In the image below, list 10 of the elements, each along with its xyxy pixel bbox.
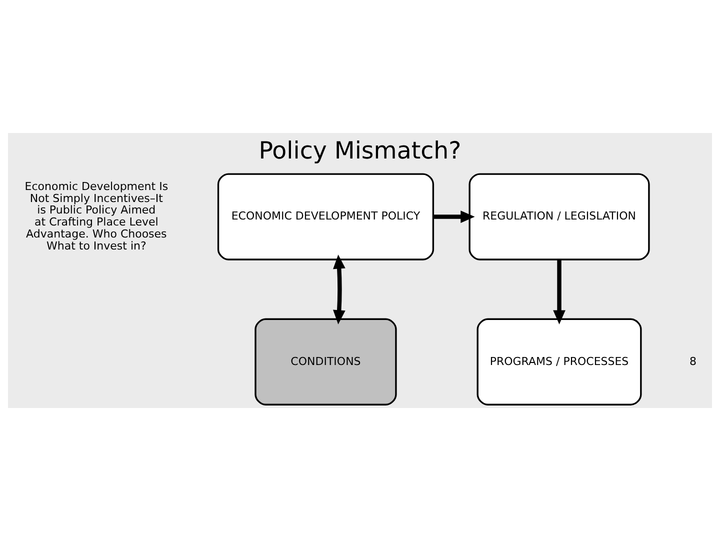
diagram-title: Policy Mismatch? (258, 136, 462, 164)
arrow (433, 210, 475, 222)
node-box: REGULATION / LEGISLATION (468, 172, 650, 260)
label: Economic Development Is Not Simply Incentives–It is Public Policy Aimed at Crafting Place Level Advantage. Who Chooses What to Invest in? (24, 180, 168, 252)
arrow (333, 254, 346, 324)
node-box: CONDITIONS (254, 318, 397, 405)
label: 8 (689, 354, 696, 368)
arrow (553, 259, 566, 324)
node-box: PROGRAMS / PROCESSES (476, 318, 642, 405)
node-box: ECONOMIC DEVELOPMENT POLICY (217, 172, 434, 260)
